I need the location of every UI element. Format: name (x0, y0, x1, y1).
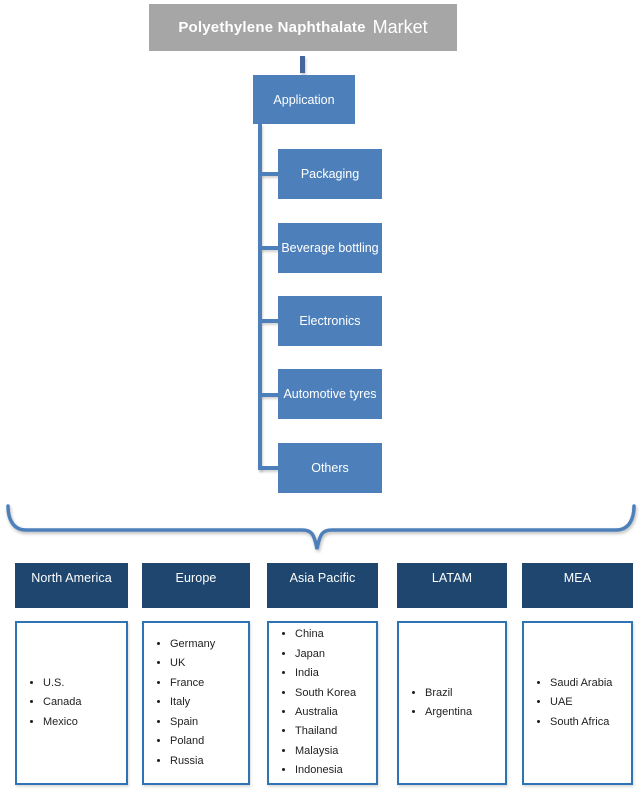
country-list-asia-pacific: ChinaJapanIndiaSouth KoreaAustraliaThail… (267, 621, 378, 785)
country-list-latam: BrazilArgentina (397, 621, 507, 785)
country-item: Indonesia (295, 761, 376, 780)
market-title-box: Polyethylene Naphthalate Market (149, 4, 457, 51)
connector-title-to-application (300, 56, 305, 73)
country-item: Canada (43, 693, 126, 712)
region-column-latam: LATAM BrazilArgentina (397, 563, 507, 785)
country-list-europe: GermanyUKFranceItalySpainPolandRussia (142, 621, 250, 785)
country-item: China (295, 625, 376, 644)
country-item: Japan (295, 645, 376, 664)
country-item: Italy (170, 693, 248, 712)
country-item: Australia (295, 703, 376, 722)
country-item: U.S. (43, 674, 126, 693)
country-item: Mexico (43, 713, 126, 732)
segment-node-beverage-bottling: Beverage bottling (278, 223, 382, 273)
market-title-part2: Market (372, 17, 428, 37)
country-item: UAE (550, 693, 631, 712)
connector-stub-automotive-tyres (259, 393, 279, 397)
country-item: Argentina (425, 703, 505, 722)
region-column-europe: Europe GermanyUKFranceItalySpainPolandRu… (142, 563, 250, 785)
country-item: Spain (170, 713, 248, 732)
connector-stub-packaging (259, 172, 279, 176)
country-item: South Korea (295, 684, 376, 703)
region-header-mea: MEA (522, 563, 633, 608)
region-header-latam: LATAM (397, 563, 507, 608)
segment-node-packaging: Packaging (278, 149, 382, 199)
country-item: France (170, 674, 248, 693)
brace-graphic (6, 504, 636, 550)
region-column-north-america: North America U.S.CanadaMexico (15, 563, 128, 785)
connector-stub-beverage-bottling (259, 246, 279, 250)
tree-vertical-line (258, 124, 262, 470)
connector-stub-electronics (259, 319, 279, 323)
region-column-mea: MEA Saudi ArabiaUAESouth Africa (522, 563, 633, 785)
region-header-asia-pacific: Asia Pacific (267, 563, 378, 608)
application-node: Application (253, 75, 355, 124)
country-item: Malaysia (295, 742, 376, 761)
country-item: Thailand (295, 722, 376, 741)
country-item: Brazil (425, 684, 505, 703)
segment-node-electronics: Electronics (278, 296, 382, 346)
region-header-europe: Europe (142, 563, 250, 608)
segment-node-others: Others (278, 443, 382, 493)
country-list-mea: Saudi ArabiaUAESouth Africa (522, 621, 633, 785)
region-header-north-america: North America (15, 563, 128, 608)
country-item: Russia (170, 752, 248, 771)
market-title-part1: Polyethylene Naphthalate (178, 19, 366, 36)
country-item: South Africa (550, 713, 631, 732)
country-item: UK (170, 654, 248, 673)
segment-node-automotive-tyres: Automotive tyres (278, 369, 382, 419)
country-item: Saudi Arabia (550, 674, 631, 693)
country-item: India (295, 664, 376, 683)
connector-stub-others (259, 466, 279, 470)
country-item: Poland (170, 732, 248, 751)
region-column-asia-pacific: Asia Pacific ChinaJapanIndiaSouth KoreaA… (267, 563, 378, 785)
country-list-north-america: U.S.CanadaMexico (15, 621, 128, 785)
country-item: Germany (170, 635, 248, 654)
